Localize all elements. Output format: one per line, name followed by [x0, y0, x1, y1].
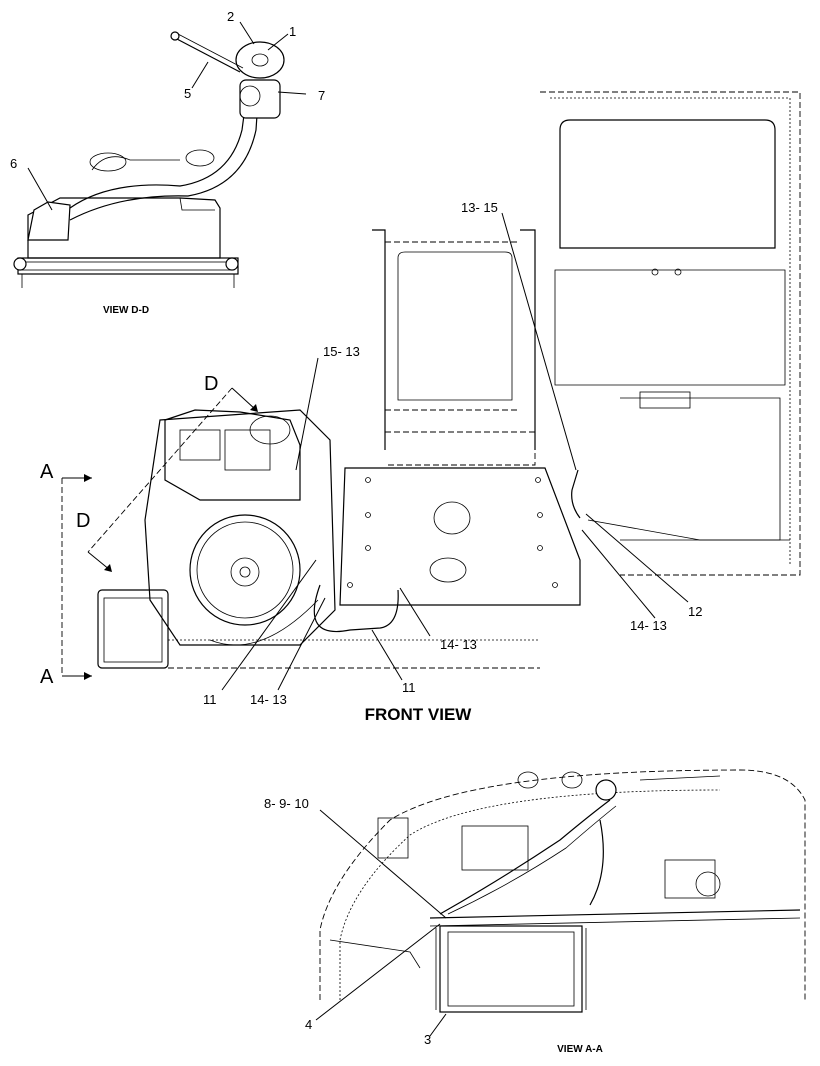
callout-6: 6: [10, 156, 17, 171]
section-a-bottom-label: A: [40, 666, 54, 688]
callout-7: 7: [318, 88, 325, 103]
callout-2: 2: [227, 9, 234, 24]
view-aa-caption: VIEW A-A: [557, 1044, 603, 1055]
callout-14-13-cab: 14- 13: [630, 618, 667, 633]
view-aa-leaders: [315, 809, 447, 1037]
callout-14-13-bottom: 14- 13: [250, 692, 287, 707]
callout-12: 12: [688, 604, 702, 619]
callout-11-left: 11: [203, 692, 217, 707]
front-view-caption: FRONT VIEW: [365, 705, 473, 724]
front-view-drawing: [97, 91, 801, 669]
section-markers: [61, 387, 258, 680]
callout-13-15: 13- 15: [461, 200, 498, 215]
section-a-top-label: A: [40, 461, 54, 483]
front-view-leaders: [221, 212, 689, 691]
callout-15-13: 15- 13: [323, 344, 360, 359]
callout-5: 5: [184, 86, 191, 101]
callout-14-13-right: 14- 13: [440, 637, 477, 652]
view-dd-leaders: [27, 21, 307, 211]
callout-8-9-10: 8- 9- 10: [264, 796, 309, 811]
callout-11-right: 11: [402, 680, 416, 695]
view-aa-drawing: [319, 769, 806, 1013]
view-dd-caption: VIEW D-D: [103, 305, 149, 316]
section-d-left-label: D: [76, 510, 90, 532]
callout-3: 3: [424, 1032, 431, 1047]
callout-1: 1: [289, 24, 296, 39]
section-d-top-label: D: [204, 373, 218, 395]
view-dd-drawing: [13, 31, 285, 288]
callout-4: 4: [305, 1017, 312, 1032]
